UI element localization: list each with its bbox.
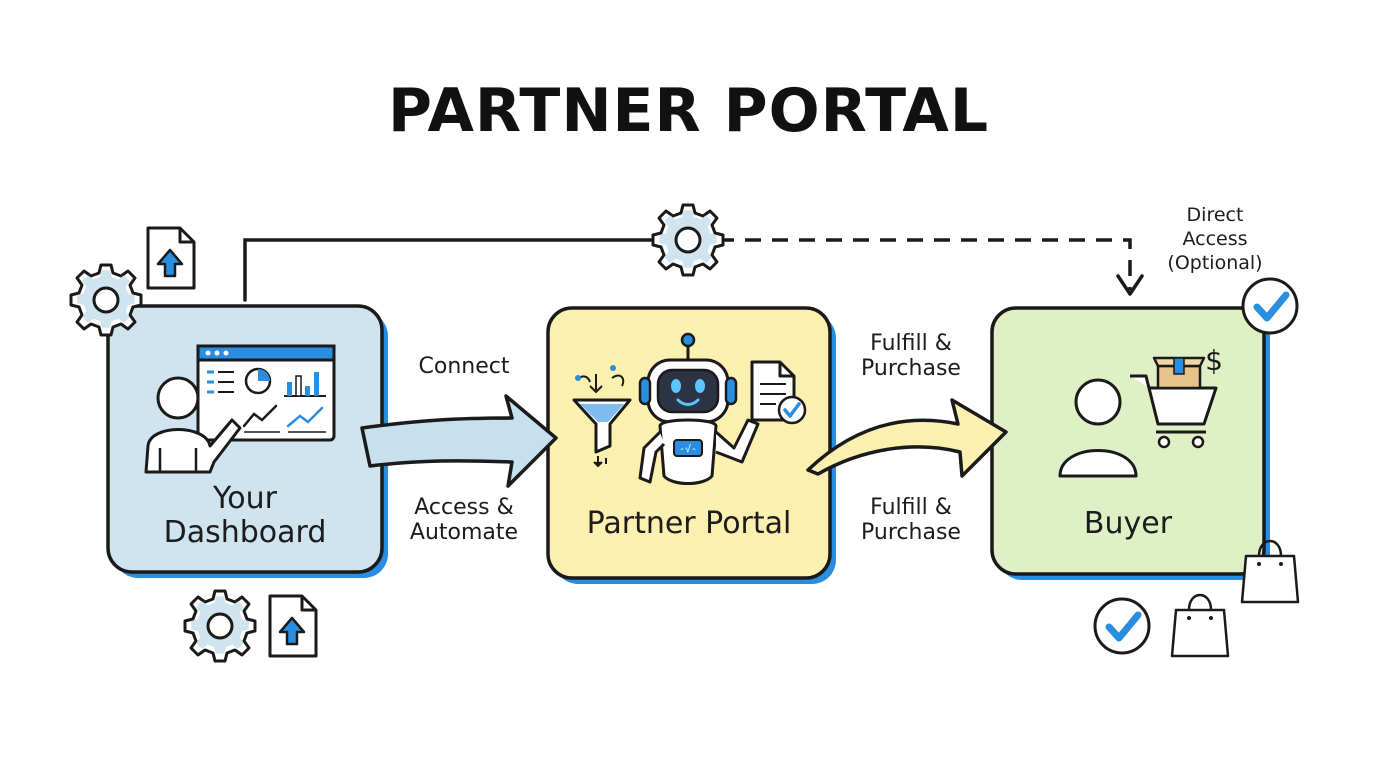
direct-access-label: Direct Access (Optional) (1140, 204, 1290, 275)
page-title: PARTNER PORTAL (388, 76, 990, 146)
dashboard-label-line2: Dashboard (163, 514, 327, 550)
checkmark-circle-icon (1243, 279, 1297, 333)
fulfill-top-line1: Fulfill & (870, 331, 952, 356)
fulfill-purchase-top-label: Fulfill & Purchase (836, 331, 986, 381)
person-icon (1058, 378, 1138, 478)
fulfill-arrow (806, 398, 1008, 478)
dashboard-label: Your Dashboard (108, 482, 382, 549)
fulfill-top-line2: Purchase (861, 355, 961, 381)
access-automate-line1: Access & (414, 495, 514, 520)
direct-line1: Direct (1186, 204, 1244, 226)
person-icon (144, 376, 242, 474)
shopping-bag-icon (1170, 593, 1230, 658)
gear-icon (183, 589, 257, 663)
partner-portal-label: Partner Portal (586, 506, 792, 541)
gear-icon (651, 203, 725, 277)
robot-icon (638, 332, 760, 485)
direct-line3: (Optional) (1167, 251, 1263, 274)
access-automate-line2: Automate (409, 519, 519, 545)
document-upload-icon (146, 226, 196, 290)
dollar-sign-icon: $ (1205, 344, 1223, 377)
funnel-icon (572, 365, 632, 468)
direct-line2: Access (1182, 227, 1248, 250)
direct-access-connector (243, 238, 1144, 302)
connect-arrow (360, 394, 558, 488)
dashboard-screen-icon (196, 344, 336, 442)
buyer-label: Buyer (1083, 506, 1173, 541)
connect-label: Connect (418, 354, 510, 379)
checked-document-icon (750, 360, 807, 425)
package-icon (1152, 356, 1206, 390)
fulfill-bottom-line2: Purchase (861, 519, 961, 545)
robot-screen-label: -√- (679, 443, 697, 455)
gear-icon (69, 263, 143, 337)
dashboard-label-line1: Your (212, 481, 278, 516)
checkmark-circle-icon (1095, 599, 1149, 653)
fulfill-purchase-bottom-label: Fulfill & Purchase (836, 495, 986, 545)
document-upload-icon (268, 594, 318, 658)
fulfill-bottom-line1: Fulfill & (870, 495, 952, 520)
access-automate-label: Access & Automate (394, 495, 534, 545)
